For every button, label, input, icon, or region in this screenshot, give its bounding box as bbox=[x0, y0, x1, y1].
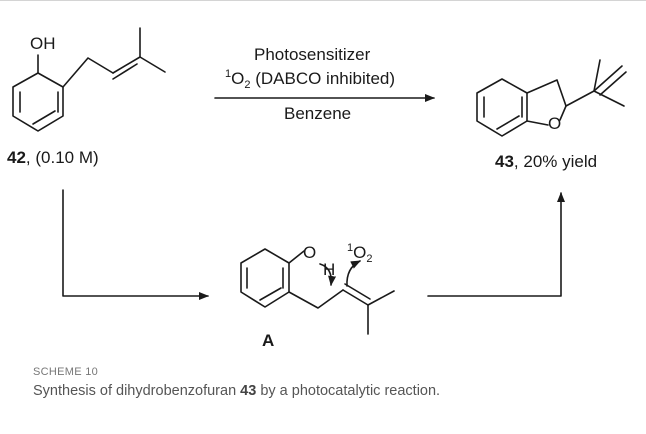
product-ring-oxygen: O bbox=[548, 114, 562, 133]
reactant-42-structure bbox=[12, 27, 166, 132]
electron-arrow-2 bbox=[346, 260, 361, 287]
reactant-oh-label: OH bbox=[30, 34, 56, 53]
path-arrow-down bbox=[62, 189, 209, 300]
intermediate-label: A bbox=[262, 331, 275, 350]
conditions-solvent: Benzene bbox=[284, 104, 352, 123]
intermediate-hydrogen: H bbox=[323, 260, 336, 279]
intermediate-a-structure bbox=[240, 248, 395, 335]
path-arrow-up bbox=[427, 192, 565, 297]
reactant-label: 42, (0.10 M) bbox=[7, 148, 99, 167]
intermediate-oxygen: O bbox=[303, 243, 317, 262]
product-43-structure bbox=[476, 59, 627, 137]
scheme-number: SCHEME 10 bbox=[33, 366, 99, 378]
electron-arrow-1 bbox=[319, 263, 337, 286]
intermediate-singlet-oxygen: 1O2 bbox=[347, 242, 373, 265]
scheme-caption: Synthesis of dihydrobenzofuran 43 by a p… bbox=[33, 383, 441, 399]
conditions-photosensitizer: Photosensitizer bbox=[254, 45, 371, 64]
product-label: 43, 20% yield bbox=[495, 152, 598, 171]
conditions-singlet-oxygen: 1O2 (DABCO inhibited) bbox=[225, 68, 396, 91]
